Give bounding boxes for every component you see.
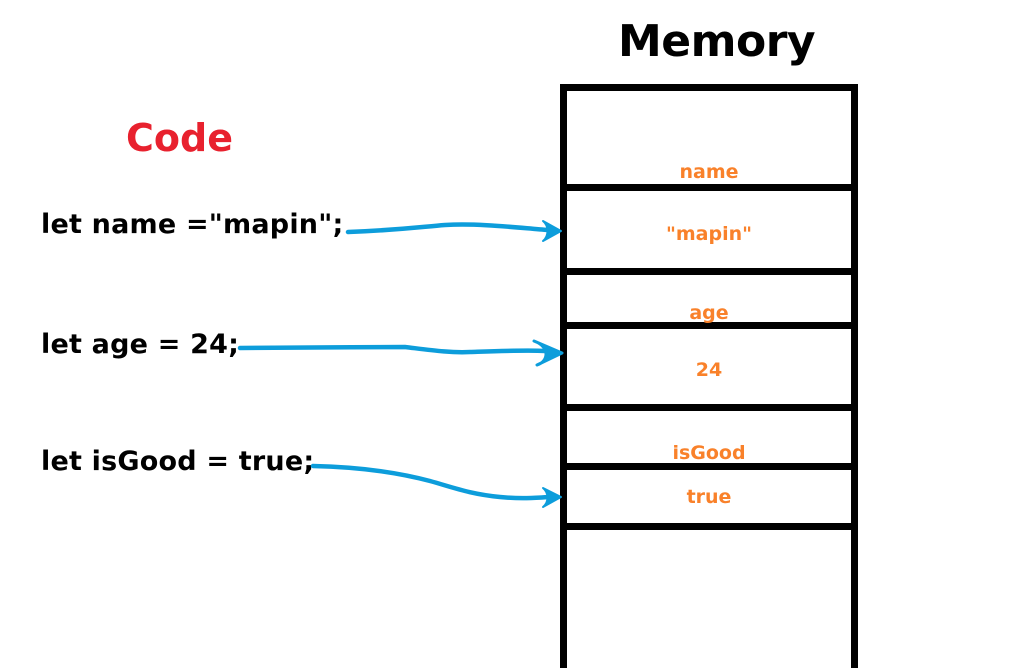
memory-cell-age-label: age xyxy=(567,275,851,329)
memory-title: Memory xyxy=(618,16,816,67)
memory-cell-isgood-label: isGood xyxy=(567,411,851,470)
code-line-age-declaration: let age = 24; xyxy=(41,329,240,360)
memory-table: name "mapin" age 24 isGood true xyxy=(560,84,858,668)
memory-cell-empty xyxy=(567,530,851,668)
memory-cell-text: age xyxy=(689,302,729,324)
memory-cell-name-value: "mapin" xyxy=(567,191,851,275)
arrow-age-to-24 xyxy=(237,339,564,367)
memory-cell-text: 24 xyxy=(695,359,723,381)
arrow-name-to-mapin xyxy=(345,220,562,242)
memory-cell-name-label: name xyxy=(567,91,851,191)
memory-cell-text: name xyxy=(679,161,739,183)
memory-cell-isgood-value: true xyxy=(567,470,851,530)
arrow-isgood-to-true xyxy=(310,463,562,508)
memory-cell-text: true xyxy=(686,486,732,508)
code-line-isgood-declaration: let isGood = true; xyxy=(41,446,315,477)
memory-cell-text: isGood xyxy=(672,442,746,464)
memory-cell-age-value: 24 xyxy=(567,329,851,411)
code-title: Code xyxy=(126,116,233,160)
memory-cell-text: "mapin" xyxy=(665,223,753,245)
code-line-name-declaration: let name ="mapin"; xyxy=(41,209,344,240)
